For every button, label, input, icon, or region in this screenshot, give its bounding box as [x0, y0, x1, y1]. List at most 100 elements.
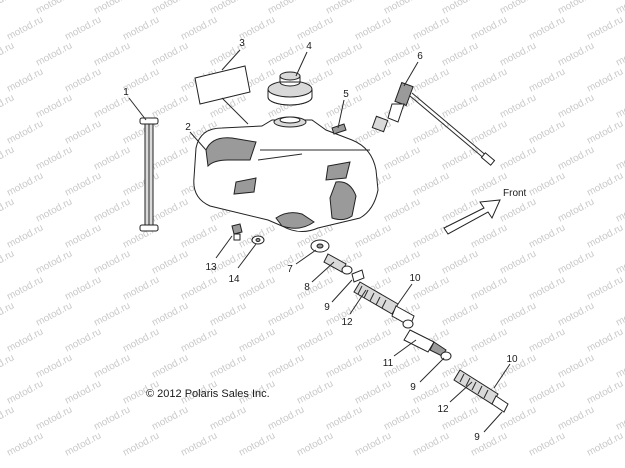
watermark-text: motod.ru [121, 14, 161, 42]
watermark-text: motod.ru [92, 300, 132, 328]
watermark-text: motod.ru [585, 326, 625, 354]
watermark-text: motod.ru [556, 0, 596, 17]
watermark-text: motod.ru [614, 196, 625, 224]
watermark-text: motod.ru [5, 326, 45, 354]
part-screw [231, 223, 243, 241]
watermark-text: motod.ru [266, 40, 306, 68]
leader-lines [128, 49, 511, 433]
watermark-text: motod.ru [585, 66, 625, 94]
watermark-text: motod.ru [34, 144, 74, 172]
watermark-text: motod.ru [5, 118, 45, 146]
watermark-text: motod.ru [527, 274, 567, 302]
watermark-text: motod.ru [34, 92, 74, 120]
watermark-text: motod.ru [614, 300, 625, 328]
callout-9-middle: 9 [410, 382, 416, 393]
callout-13: 13 [205, 262, 217, 273]
watermark-text: motod.ru [585, 430, 625, 458]
watermark-text: motod.ru [382, 196, 422, 224]
watermark-text: motod.ru [614, 144, 625, 172]
watermark-text: motod.ru [63, 430, 103, 458]
watermark-text: motod.ru [411, 118, 451, 146]
part-vent-valve [371, 81, 496, 166]
watermark-text: motod.ru [63, 274, 103, 302]
watermark-text: motod.ru [237, 326, 277, 354]
watermark-text: motod.ru [266, 0, 306, 17]
watermark-text: motod.ru [614, 404, 625, 432]
watermark-text: motod.ru [353, 14, 393, 42]
watermark-text: motod.ru [498, 300, 538, 328]
watermark-text: motod.ru [469, 66, 509, 94]
watermark-text: motod.ru [498, 196, 538, 224]
watermark-text: motod.ru [585, 378, 625, 406]
watermark-text: motod.ru [469, 222, 509, 250]
watermark-text: motod.ru [440, 248, 480, 276]
watermark-text: motod.ru [150, 196, 190, 224]
watermark-text: motod.ru [208, 0, 248, 17]
watermark-text: motod.ru [527, 14, 567, 42]
watermark-text: motod.ru [179, 326, 219, 354]
watermark-text: motod.ru [92, 248, 132, 276]
callout-labels: 1 2 3 4 5 6 7 8 9 9 9 10 10 11 12 12 13 … [123, 38, 526, 443]
part-fitting [323, 253, 353, 275]
watermark-text: motod.ru [63, 222, 103, 250]
part-outlet-washer [310, 239, 330, 253]
watermark-text: motod.ru [0, 352, 16, 380]
watermark-text: motod.ru [92, 196, 132, 224]
watermark-text: motod.ru [5, 66, 45, 94]
watermark-text: motod.ru [34, 300, 74, 328]
watermark-text: motod.ru [614, 352, 625, 380]
watermark-text: motod.ru [5, 14, 45, 42]
callout-6: 6 [417, 51, 423, 62]
watermark-text: motod.ru [5, 430, 45, 458]
watermark-text: motod.ru [208, 300, 248, 328]
callout-11: 11 [383, 358, 394, 369]
watermark-text: motod.ru [150, 300, 190, 328]
watermark-text: motod.ru [150, 92, 190, 120]
watermark-text: motod.ru [266, 352, 306, 380]
watermark-text: motod.ru [527, 66, 567, 94]
callout-5: 5 [343, 89, 349, 100]
callout-3: 3 [239, 38, 245, 49]
watermark-text: motod.ru [237, 430, 277, 458]
watermark-text: motod.ru [179, 14, 219, 42]
watermark-text: motod.ru [382, 404, 422, 432]
watermark-text: motod.ru [237, 274, 277, 302]
callout-8: 8 [304, 282, 310, 293]
watermark-text: motod.ru [585, 274, 625, 302]
watermark-text: motod.ru [34, 404, 74, 432]
watermark-text: motod.ru [498, 92, 538, 120]
watermark-text: motod.ru [0, 0, 16, 17]
watermark-text: motod.ru [585, 222, 625, 250]
watermark-text: motod.ru [0, 92, 16, 120]
watermark-text: motod.ru [556, 196, 596, 224]
watermark-text: motod.ru [556, 404, 596, 432]
watermark-text: motod.ru [585, 170, 625, 198]
watermark-text: motod.ru [92, 40, 132, 68]
watermark-text: motod.ru [498, 40, 538, 68]
watermark-text: motod.ru [556, 248, 596, 276]
callout-14: 14 [228, 274, 240, 285]
watermark-text: motod.ru [411, 66, 451, 94]
part-strap [139, 117, 159, 232]
watermark-text: motod.ru [295, 326, 335, 354]
watermark-text: motod.ru [295, 378, 335, 406]
watermark-text: motod.ru [498, 248, 538, 276]
watermark-text: motod.ru [527, 378, 567, 406]
watermark-text: motod.ru [469, 118, 509, 146]
watermark-text: motod.ru [324, 0, 364, 17]
watermark-text: motod.ru [527, 430, 567, 458]
watermark-text: motod.ru [92, 144, 132, 172]
watermark-text: motod.ru [0, 40, 16, 68]
watermark-text: motod.ru [150, 248, 190, 276]
watermark-text: motod.ru [208, 352, 248, 380]
callout-9-upper: 9 [324, 302, 330, 313]
watermark-text: motod.ru [266, 300, 306, 328]
callout-10-upper: 10 [409, 273, 421, 284]
watermark-text: motod.ru [527, 326, 567, 354]
watermark-text: motod.ru [411, 222, 451, 250]
callout-12-lower: 12 [437, 404, 449, 415]
watermark-text: motod.ru [63, 326, 103, 354]
part-fuel-cap [267, 71, 313, 106]
watermark-text: motod.ru [353, 326, 393, 354]
